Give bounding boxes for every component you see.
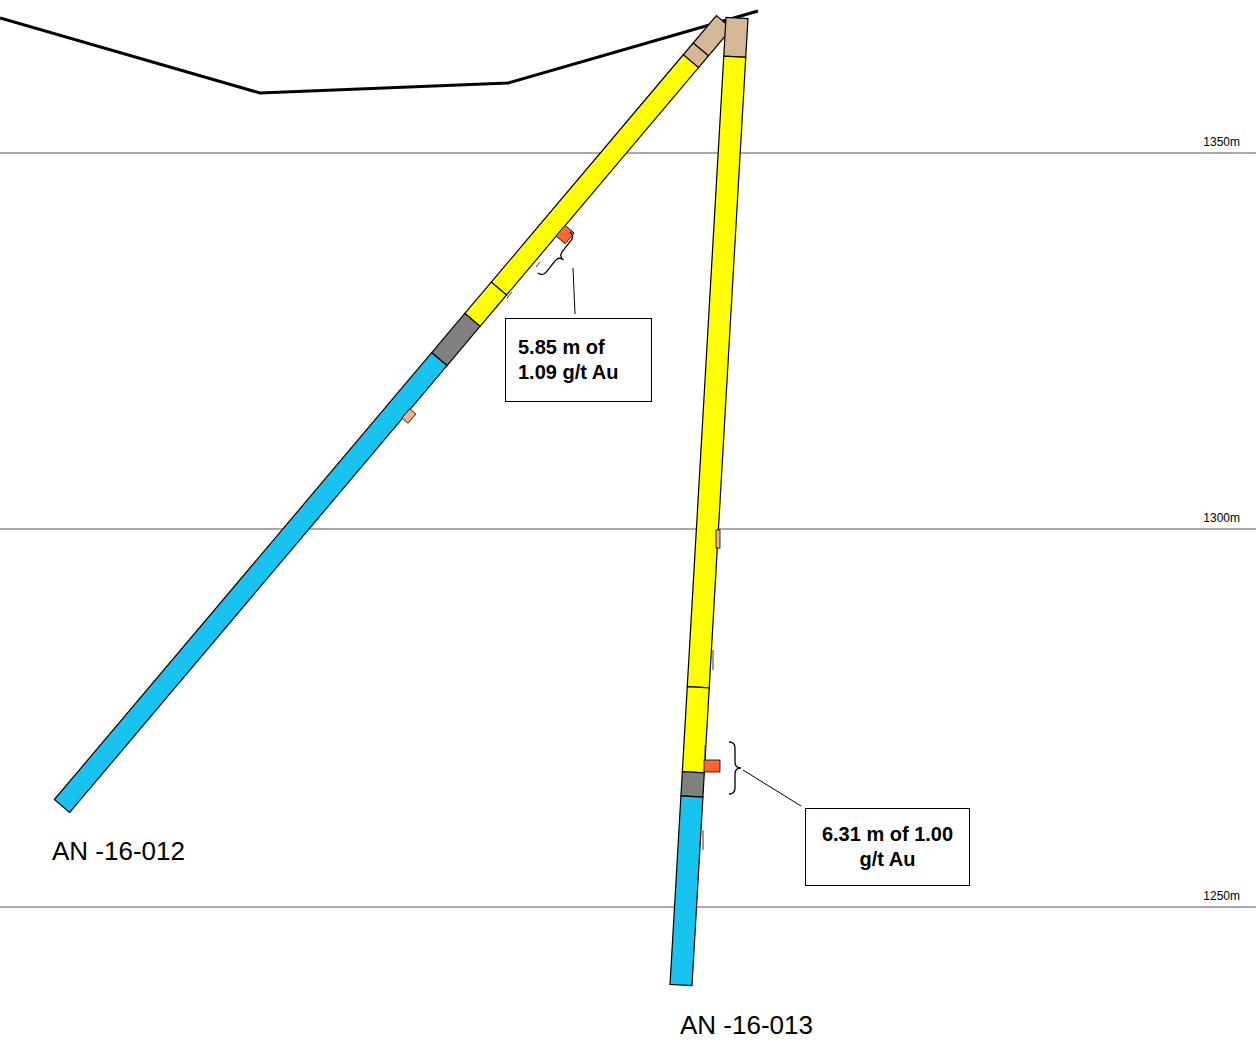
elevation-label: 1250m	[1203, 889, 1240, 903]
elevation-line	[0, 153, 1256, 154]
hole-label: AN -16-012	[52, 836, 185, 866]
hole-segment	[687, 56, 745, 688]
tick	[703, 830, 704, 850]
hole-segment	[432, 313, 480, 365]
tick	[536, 262, 540, 267]
topography-line	[0, 11, 758, 93]
elevation-label: 1300m	[1203, 511, 1240, 525]
braces	[538, 232, 741, 794]
hole-segment	[724, 17, 748, 57]
callout-box: 6.31 m of 1.00 g/t Au	[805, 808, 970, 886]
hole-segment	[491, 55, 698, 295]
elevation-label: 1350m	[1203, 135, 1240, 149]
assay-marker	[716, 530, 720, 548]
callout-box: 5.85 m of 1.09 g/t Au	[505, 318, 652, 402]
elevation-line	[0, 529, 1256, 530]
leader-line	[743, 770, 801, 806]
elevation-line	[0, 907, 1256, 908]
tick	[507, 292, 512, 298]
tick	[713, 650, 714, 670]
interval-brace	[729, 742, 741, 794]
hole-segment	[681, 772, 704, 797]
hole-segment	[54, 353, 447, 813]
assay-interval: 6.31 m of 1.00 g/t Au	[816, 822, 959, 872]
leader-line	[573, 268, 575, 314]
assay-interval: 5.85 m of 1.09 g/t Au	[518, 335, 643, 385]
elevation-lines	[0, 153, 1256, 907]
tick	[705, 745, 706, 760]
assay-marker	[704, 760, 720, 772]
hole-segment	[670, 796, 703, 986]
hole-segment	[682, 687, 709, 773]
assay-marker	[402, 409, 416, 423]
assay-markers	[402, 225, 720, 850]
hole-label: AN -16-013	[680, 1010, 813, 1040]
